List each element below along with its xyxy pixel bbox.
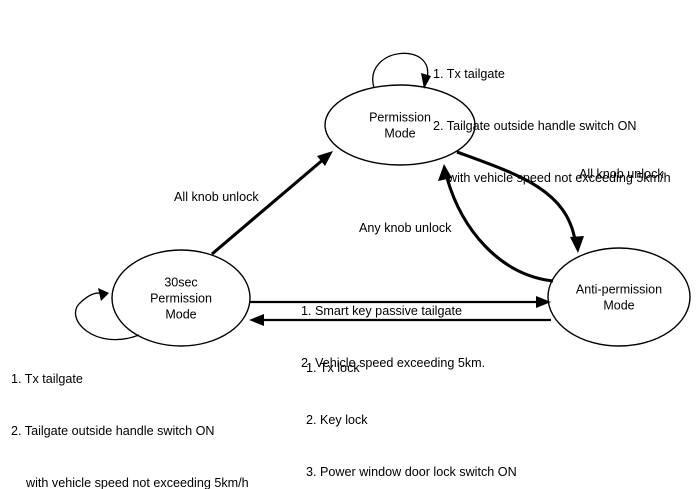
- edge-thirty-sec-to-anti-permission: [250, 296, 551, 308]
- permission-mode-ellipse: [324, 84, 476, 166]
- self-loop-permission-arrowhead: [421, 73, 431, 89]
- edge-thirty-sec-to-permission: [210, 151, 333, 256]
- edge-thirty-to-anti-line2: 2. Vehicle speed exceeding 5km.: [301, 356, 486, 371]
- edge-label-anti-to-thirty-conditions: 1. Tx lock 2. Key lock 3. Power window d…: [306, 325, 517, 489]
- self-loop-thirty-sec-line2: 2. Tailgate outside handle switch ON: [11, 424, 215, 439]
- edge-label-all-knob-unlock-right: All knob unlock: [579, 167, 664, 181]
- thirty-sec-label-line1: 30sec: [164, 275, 197, 289]
- state-node-thirty-sec-permission[interactable]: 30sec Permission Mode: [111, 249, 251, 347]
- state-node-anti-permission[interactable]: Anti-permission Mode: [547, 247, 691, 347]
- edge-label-any-knob-unlock: Any knob unlock: [359, 221, 452, 235]
- anti-permission-label-line1: Anti-permission: [576, 282, 662, 296]
- self-loop-thirty-sec-label: 1. Tx tailgate 2. Tailgate outside handl…: [11, 336, 249, 489]
- thirty-sec-label-line3: Mode: [165, 307, 196, 321]
- self-loop-thirty-sec-line1: 1. Tx tailgate: [11, 371, 83, 386]
- self-loop-permission-arrow: [372, 52, 431, 89]
- self-loop-permission-line1: 1. Tx tailgate: [433, 66, 505, 81]
- self-loop-thirty-sec-arrow: [74, 288, 140, 341]
- edge-thirty-to-permission-arrowhead: [317, 151, 333, 166]
- edge-anti-to-thirty-line3: 3. Power window door lock switch ON: [306, 465, 517, 480]
- permission-mode-label-line2: Mode: [384, 126, 415, 140]
- edge-permission-to-anti-arrowhead: [570, 236, 584, 253]
- self-loop-permission-line2: 2. Tailgate outside handle switch ON: [433, 119, 637, 134]
- state-node-permission[interactable]: Permission Mode: [324, 84, 476, 166]
- self-loop-thirty-sec-line3: with vehicle speed not exceeding 5km/h: [26, 476, 249, 489]
- self-loop-permission-line3: with vehicle speed not exceeding 5km/h: [448, 171, 671, 186]
- edge-anti-to-thirty-line1: 1. Tx lock: [306, 360, 360, 375]
- anti-permission-label-line2: Mode: [603, 298, 634, 312]
- permission-mode-label-line1: Permission: [369, 110, 431, 124]
- edge-thirty-to-anti-line1: 1. Smart key passive tailgate: [301, 303, 462, 318]
- edge-anti-to-thirty-arrowhead: [249, 314, 264, 326]
- edge-anti-permission-to-permission: [438, 164, 554, 283]
- thirty-sec-label-line2: Permission: [150, 291, 212, 305]
- self-loop-thirty-sec-arrowhead: [98, 288, 109, 301]
- thirty-sec-permission-mode-ellipse: [111, 249, 251, 347]
- self-loop-permission-label: 1. Tx tailgate 2. Tailgate outside handl…: [433, 31, 671, 222]
- edge-thirty-to-anti-arrowhead: [536, 296, 551, 308]
- edge-label-thirty-to-anti-conditions: 1. Smart key passive tailgate 2. Vehicle…: [301, 268, 485, 407]
- edge-anti-permission-to-thirty-sec: [249, 314, 551, 326]
- anti-permission-mode-ellipse: [547, 247, 691, 347]
- edge-anti-to-permission-arrowhead: [438, 164, 452, 181]
- edge-permission-to-anti-permission: [456, 150, 584, 253]
- edge-label-all-knob-unlock-left: All knob unlock: [174, 190, 259, 204]
- edge-anti-to-thirty-line2: 2. Key lock: [306, 413, 368, 428]
